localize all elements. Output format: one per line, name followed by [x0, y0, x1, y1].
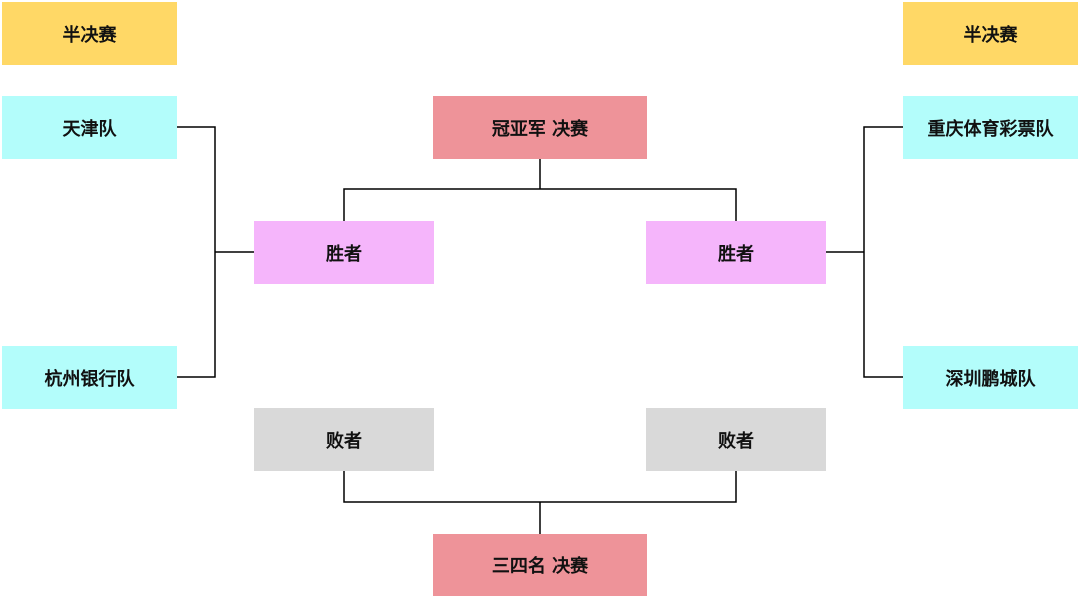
team-bottom-right: 深圳鹏城队 [903, 346, 1078, 409]
connector-winners-to-final [343, 188, 737, 221]
winner-right: 胜者 [646, 221, 826, 284]
connector-right-semifinal [863, 126, 903, 378]
team-bottom-left: 杭州银行队 [2, 346, 177, 409]
loser-right: 败者 [646, 408, 826, 471]
third-place-final: 三四名 决赛 [433, 534, 647, 596]
championship-final: 冠亚军 决赛 [433, 96, 647, 159]
header-semifinal-left: 半决赛 [2, 2, 177, 65]
connector-losers-to-third [343, 471, 737, 503]
winner-left: 胜者 [254, 221, 434, 284]
team-top-left: 天津队 [2, 96, 177, 159]
connector-left-semifinal [177, 126, 216, 378]
team-top-right: 重庆体育彩票队 [903, 96, 1078, 159]
header-semifinal-right: 半决赛 [903, 2, 1078, 65]
loser-left: 败者 [254, 408, 434, 471]
